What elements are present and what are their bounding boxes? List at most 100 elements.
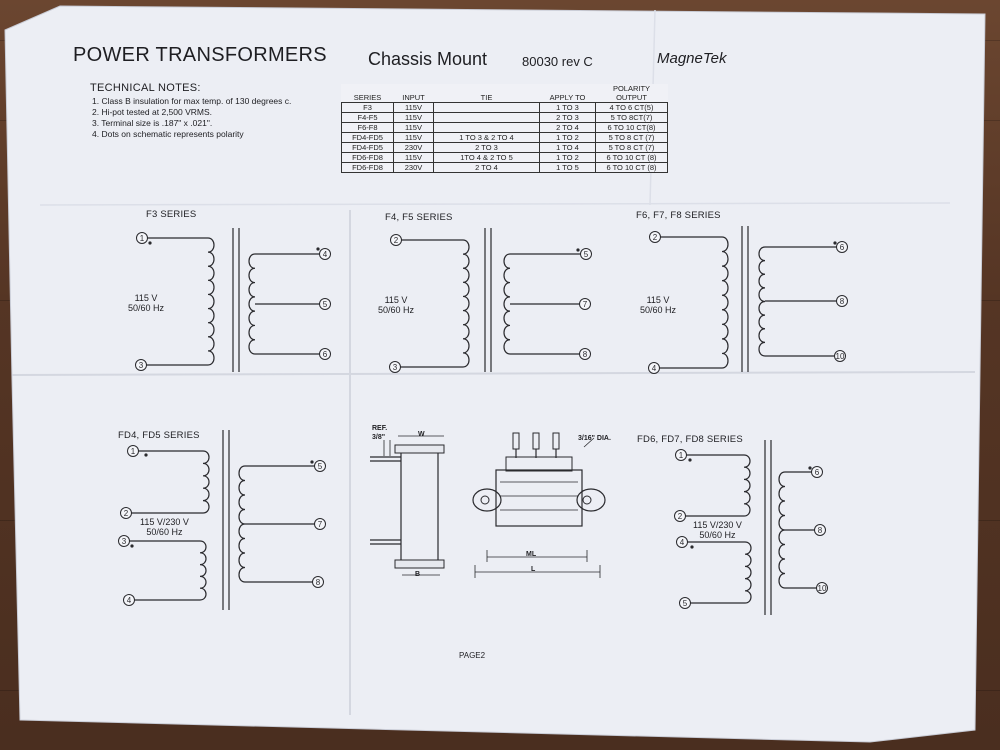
f6-title: F6, F7, F8 SERIES xyxy=(636,210,721,221)
tab-terminal xyxy=(552,432,560,450)
polarity-dot xyxy=(316,247,320,251)
terminal-number: 6 xyxy=(323,350,328,359)
winding-coil xyxy=(207,237,215,366)
terminal-number: 5 xyxy=(318,462,323,471)
part-number: 80030 rev C xyxy=(522,54,593,69)
terminal-number: 5 xyxy=(323,300,328,309)
brand-name: MagneTek xyxy=(657,50,727,67)
terminal-number: 8 xyxy=(840,297,845,306)
terminal-number: 6 xyxy=(815,468,820,477)
terminal-number: 8 xyxy=(583,350,588,359)
terminal-number: 10 xyxy=(818,584,827,593)
winding-coil xyxy=(462,239,470,368)
terminal-number: 2 xyxy=(124,509,129,518)
terminal-number: 4 xyxy=(652,364,657,373)
polarity-dot xyxy=(148,241,152,245)
doc-subtitle: Chassis Mount xyxy=(368,49,488,69)
terminal-number: 4 xyxy=(323,250,328,259)
polarity-dot xyxy=(310,460,314,464)
terminal-number: 4 xyxy=(680,538,685,547)
notes-title: TECHNICAL NOTES: xyxy=(90,82,201,94)
winding-coil xyxy=(721,236,729,369)
col-output-line1: POLARITY xyxy=(612,84,651,93)
l-label: L xyxy=(531,566,536,573)
front-view-body xyxy=(495,469,583,527)
terminal-number: 1 xyxy=(140,234,145,243)
side-view-core xyxy=(400,449,439,563)
f3-title: F3 SERIES xyxy=(146,209,197,220)
b-label: B xyxy=(415,571,421,578)
terminal-number: 3 xyxy=(393,363,398,372)
w-label: W xyxy=(418,431,425,438)
ref-label: REF. 3/8" xyxy=(372,424,387,442)
mounting-ear xyxy=(576,488,606,512)
winding-coil xyxy=(778,471,786,589)
fd4-volt2: 50/60 Hz xyxy=(146,527,183,537)
terminal-number: 8 xyxy=(818,526,823,535)
note-1: 1. Class B insulation for max temp. of 1… xyxy=(92,96,292,106)
col-output-line2: OUTPUT xyxy=(616,93,647,102)
terminal-number: 4 xyxy=(127,596,132,605)
polarity-dot xyxy=(690,545,694,549)
side-view-flange xyxy=(394,559,445,569)
fd6-volt2: 50/60 Hz xyxy=(699,530,736,540)
winding-coil xyxy=(199,540,207,601)
polarity-table: SERIES INPUT TIE APPLY TO POLARITY OUTPU… xyxy=(341,84,668,173)
winding-coil xyxy=(744,541,752,604)
f3-volt1: 115 V xyxy=(134,293,158,303)
f4-volt2: 50/60 Hz xyxy=(378,305,415,315)
fd6-volt1: 115 V/230 V xyxy=(693,520,742,530)
terminal-number: 6 xyxy=(840,243,845,252)
note-2: 2. Hi-pot tested at 2,500 VRMS. xyxy=(92,107,213,117)
mounting-hole xyxy=(582,495,592,505)
terminal-number: 5 xyxy=(683,599,688,608)
front-view-coil xyxy=(505,456,573,472)
ml-label: ML xyxy=(526,551,537,558)
f4-volt1: 115 V xyxy=(384,295,408,305)
polarity-dot xyxy=(144,453,148,457)
f3-volt2: 50/60 Hz xyxy=(128,303,165,313)
ref-top: REF. xyxy=(372,425,388,432)
polarity-dot xyxy=(688,458,692,462)
winding-coil xyxy=(758,246,766,357)
dia-label: 3/16" DIA. xyxy=(578,435,611,442)
doc-title: POWER TRANSFORMERS xyxy=(73,44,327,66)
terminal-number: 5 xyxy=(584,250,589,259)
terminal-number: 10 xyxy=(836,352,845,361)
f4-title: F4, F5 SERIES xyxy=(385,212,453,223)
f6-volt1: 115 V xyxy=(646,295,670,305)
terminal-number: 7 xyxy=(318,520,323,529)
winding-coil xyxy=(743,454,751,517)
terminal-number: 3 xyxy=(139,361,144,370)
note-4: 4. Dots on schematic represents polarity xyxy=(92,129,244,139)
terminal-number: 8 xyxy=(316,578,321,587)
terminal-number: 2 xyxy=(678,512,683,521)
terminal-number: 2 xyxy=(394,236,399,245)
tab-terminal xyxy=(512,432,520,450)
terminal-pin xyxy=(834,350,846,362)
f6-volt2: 50/60 Hz xyxy=(640,305,677,315)
fd4-volt1: 115 V/230 V xyxy=(140,517,189,527)
terminal-number: 2 xyxy=(653,233,658,242)
page-number: PAGE2 xyxy=(459,651,486,660)
table-cell: 6 TO 10 CT (8) xyxy=(595,162,668,173)
fd4-title: FD4, FD5 SERIES xyxy=(118,430,200,441)
terminal-number: 1 xyxy=(131,447,136,456)
ref-val: 3/8" xyxy=(372,434,386,441)
note-3: 3. Terminal size is .187" x .021". xyxy=(92,118,213,128)
winding-coil xyxy=(503,253,511,355)
mounting-ear xyxy=(472,488,502,512)
winding-coil xyxy=(202,450,210,514)
polarity-dot xyxy=(833,241,837,245)
mounting-hole xyxy=(480,495,490,505)
terminal-number: 1 xyxy=(679,451,684,460)
